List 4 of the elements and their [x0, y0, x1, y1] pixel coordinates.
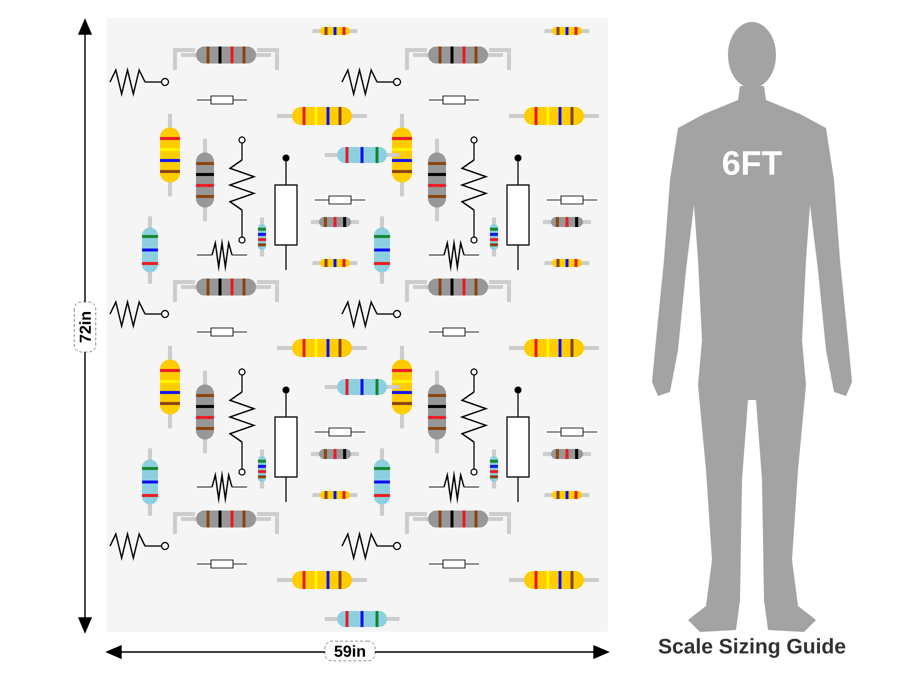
dimension-label: 59in	[324, 640, 376, 662]
guide-title: Scale Sizing Guide	[658, 638, 846, 658]
height-label: 6FT	[723, 150, 782, 176]
dimension-label: 72in	[74, 302, 96, 352]
